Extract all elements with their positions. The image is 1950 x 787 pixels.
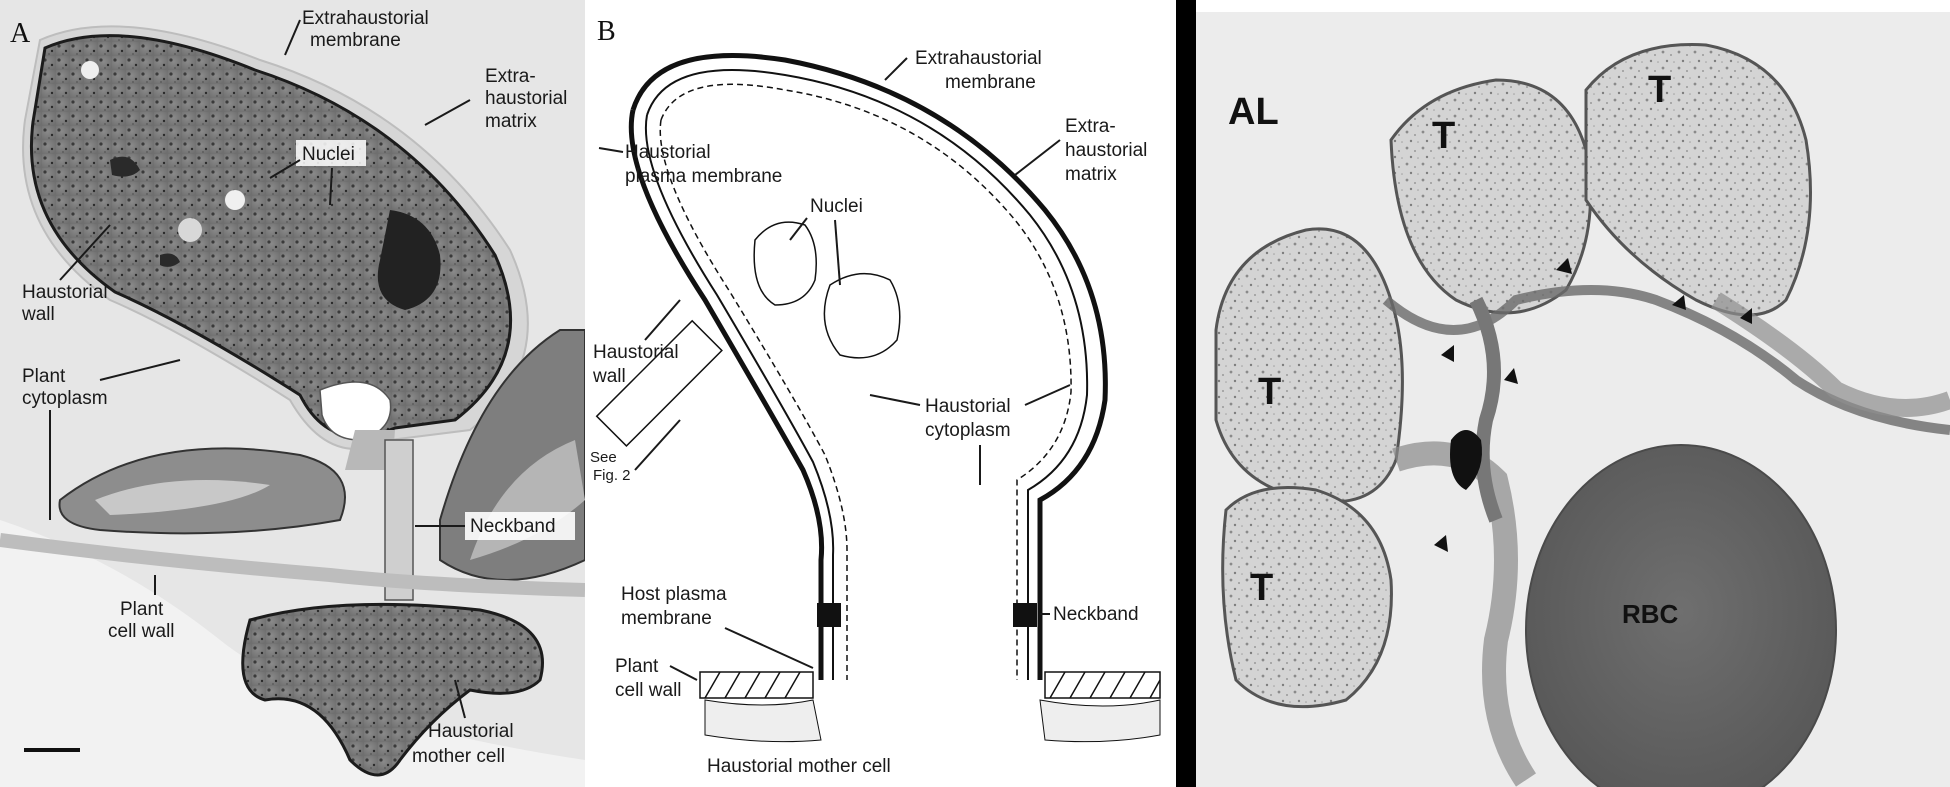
label-plant-cell-wall-b: Plant cell wall	[615, 656, 698, 701]
tachyzoite-top-center	[1389, 78, 1592, 315]
haustorial-plasma-membrane-line	[660, 83, 1072, 680]
label-nuclei-b: Nuclei	[789, 196, 863, 286]
haustorial-mother-cell	[241, 602, 544, 777]
svg-text:cytoplasm: cytoplasm	[22, 388, 108, 409]
svg-text:membrane: membrane	[310, 30, 401, 51]
svg-text:Haustorial: Haustorial	[22, 282, 108, 303]
label-extrahaustorial-matrix: Extra- haustorial matrix	[424, 66, 567, 132]
svg-text:matrix: matrix	[1065, 164, 1117, 185]
svg-text:Neckband: Neckband	[470, 516, 556, 537]
svg-text:Haustorial: Haustorial	[925, 396, 1011, 417]
label-extrahaustorial-membrane: Extrahaustorial membrane	[284, 8, 429, 56]
dense-organelle	[1450, 430, 1482, 490]
nucleus-2	[823, 272, 901, 359]
svg-text:mother cell: mother cell	[412, 746, 505, 767]
svg-text:Nuclei: Nuclei	[810, 196, 863, 217]
label-haustorial-wall-b: Haustorial wall	[592, 299, 681, 387]
svg-text:cell wall: cell wall	[108, 621, 175, 642]
label-haustorial-plasma-membrane: Haustorial plasma membrane	[598, 142, 782, 187]
haustorial-neck	[384, 439, 414, 601]
svg-text:Extra-: Extra-	[1065, 116, 1116, 137]
label-plant-cytoplasm: Plant cytoplasm	[22, 359, 181, 520]
svg-text:Fig. 2: Fig. 2	[593, 467, 631, 484]
svg-text:cell wall: cell wall	[615, 680, 682, 701]
panel-b-svg: B Extrahaustorial membrane Extra- hausto…	[590, 16, 1161, 777]
svg-text:matrix: matrix	[485, 111, 537, 132]
label-haustorial-mother-cell-b: Haustorial mother cell	[707, 756, 891, 777]
svg-text:See: See	[590, 449, 617, 466]
neckband-left	[817, 603, 841, 627]
svg-text:Neckband: Neckband	[1053, 604, 1139, 625]
svg-text:Haustorial mother cell: Haustorial mother cell	[707, 756, 891, 777]
svg-text:Plant: Plant	[120, 599, 164, 620]
svg-text:Haustorial: Haustorial	[593, 342, 679, 363]
label-t-2: T	[1648, 69, 1671, 111]
tachyzoite-top-right	[1584, 43, 1812, 317]
label-t-4: T	[1250, 567, 1273, 609]
svg-text:Host plasma: Host plasma	[621, 584, 727, 605]
panel-divider	[1176, 0, 1196, 787]
scale-bar	[24, 748, 80, 752]
label-t-1: T	[1432, 115, 1455, 157]
arrowhead-markers	[1434, 258, 1752, 552]
label-plant-cell-wall-a: Plant cell wall	[108, 575, 175, 642]
svg-text:Extra-: Extra-	[485, 66, 536, 87]
svg-text:wall: wall	[592, 366, 626, 387]
label-haustorial-cytoplasm: Haustorial cytoplasm	[869, 384, 1071, 485]
svg-text:membrane: membrane	[945, 72, 1036, 93]
svg-text:wall: wall	[21, 304, 55, 325]
svg-text:Plant: Plant	[22, 366, 66, 387]
panel-letter-b: B	[597, 16, 616, 47]
label-nuclei-a: Nuclei	[269, 140, 366, 206]
label-neckband-b: Neckband	[1040, 604, 1139, 625]
label-host-plasma-membrane: Host plasma membrane	[621, 584, 814, 669]
svg-text:membrane: membrane	[621, 608, 712, 629]
nucleus-1	[753, 221, 817, 306]
label-haustorial-mother-cell-a: Haustorial mother cell	[412, 679, 514, 767]
label-extrahaustorial-matrix-b: Extra- haustorial matrix	[1014, 116, 1147, 185]
panel-c-svg: AL T T T T RBC	[1196, 0, 1950, 787]
panel-letter-a: A	[10, 18, 31, 49]
plant-cell-wall-hatch	[699, 671, 1161, 699]
panel-b-diagram: B Extrahaustorial membrane Extra- hausto…	[585, 0, 1185, 787]
svg-text:haustorial: haustorial	[1065, 140, 1147, 161]
label-neckband-a: Neckband	[415, 512, 575, 540]
label-haustorial-wall-a: Haustorial wall	[21, 224, 111, 325]
label-extrahaustorial-membrane-b: Extrahaustorial membrane	[884, 48, 1042, 93]
panel-c-micrograph: AL T T T T RBC	[1196, 0, 1950, 787]
neckband-right	[1013, 603, 1037, 627]
panel-a-micrograph: A Extrahaustorial membrane Extra- hausto…	[0, 0, 585, 787]
red-blood-cell	[1525, 444, 1837, 787]
svg-text:Plant: Plant	[615, 656, 659, 677]
haustorial-wall-line	[646, 69, 1089, 680]
svg-text:Haustorial: Haustorial	[625, 142, 711, 163]
panel-a-svg: A Extrahaustorial membrane Extra- hausto…	[0, 0, 585, 787]
label-see-fig: See Fig. 2	[590, 419, 681, 484]
haustorium-body	[29, 34, 513, 438]
svg-text:Haustorial: Haustorial	[428, 721, 514, 742]
svg-text:Extrahaustorial: Extrahaustorial	[302, 8, 429, 29]
label-t-3: T	[1258, 371, 1281, 413]
nucleus-dark	[377, 210, 441, 310]
see-fig-box	[595, 319, 723, 448]
tachyzoite-bottom-left	[1221, 486, 1393, 709]
svg-text:haustorial: haustorial	[485, 88, 567, 109]
svg-text:cytoplasm: cytoplasm	[925, 420, 1011, 441]
label-al: AL	[1228, 91, 1279, 133]
extrahaustorial-membrane-line	[630, 53, 1108, 680]
svg-text:Extrahaustorial: Extrahaustorial	[915, 48, 1042, 69]
label-rbc: RBC	[1622, 599, 1679, 629]
svg-text:plasma membrane: plasma membrane	[625, 166, 782, 187]
tachyzoite-left	[1214, 227, 1404, 504]
svg-text:Nuclei: Nuclei	[302, 144, 355, 165]
